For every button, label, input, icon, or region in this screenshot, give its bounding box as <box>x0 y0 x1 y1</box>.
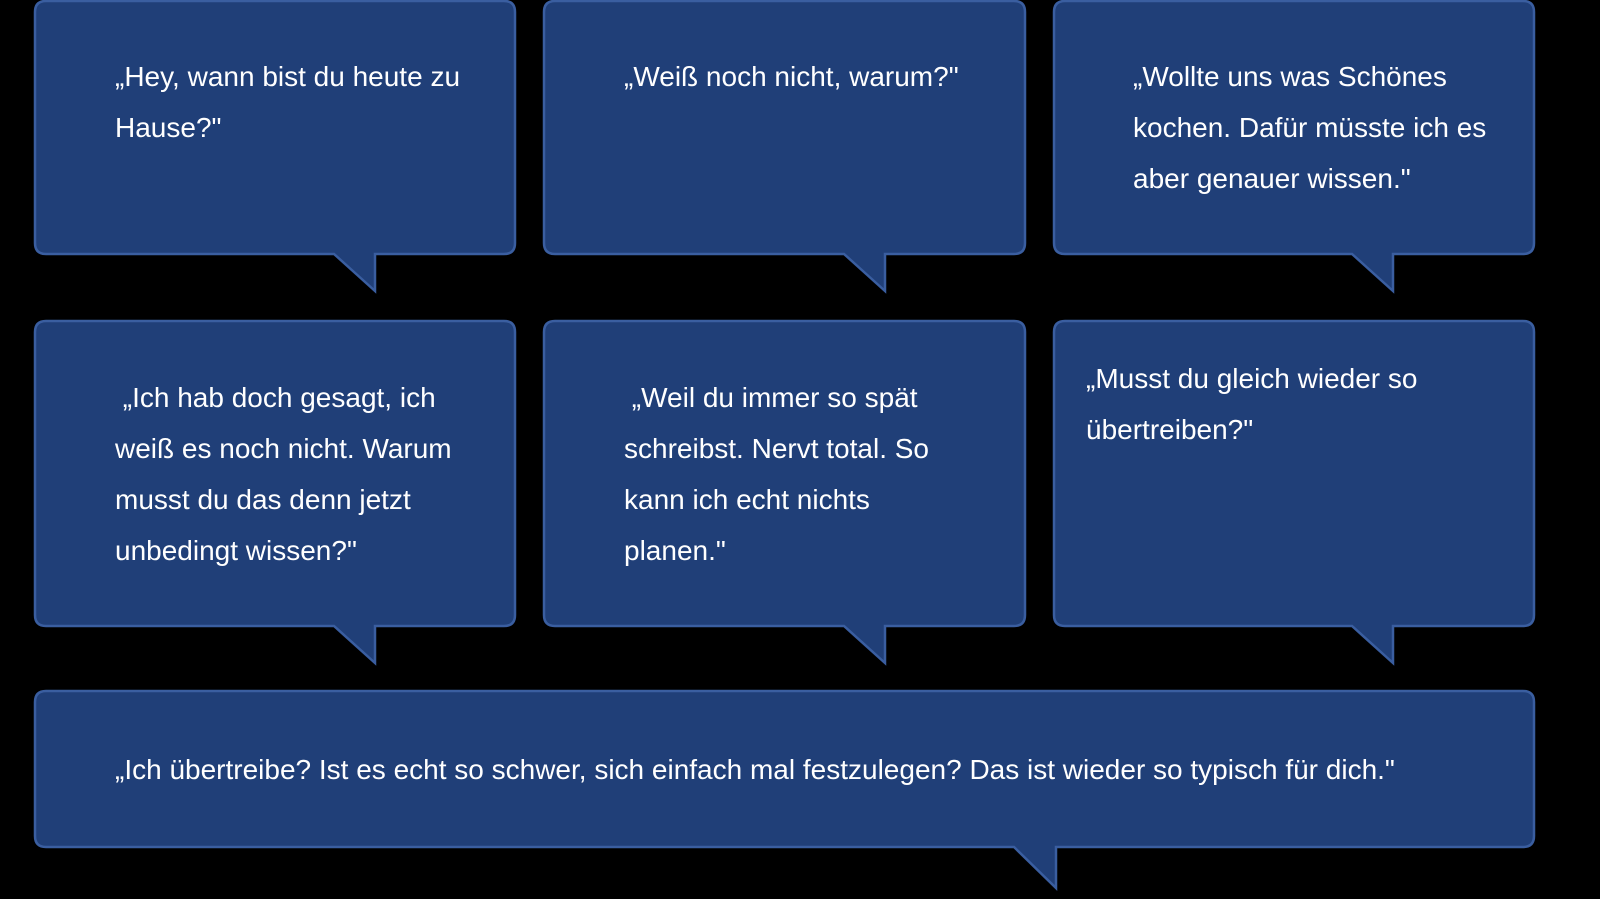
bubble-text: „Wollte uns was Schönes kochen. Dafür mü… <box>1133 61 1495 194</box>
speech-bubble-shape <box>33 319 517 666</box>
speech-bubble-3: „Wollte uns was Schönes kochen. Dafür mü… <box>1052 0 1536 294</box>
speech-bubble-shape <box>1052 319 1536 666</box>
speech-bubble-shape <box>1052 0 1536 294</box>
speech-bubble-shape <box>33 0 517 294</box>
speech-bubble-shape <box>542 319 1027 666</box>
bubble-text: „Hey, wann bist du heute zu Hause?" <box>115 61 468 143</box>
bubble-text: „Ich hab doch gesagt, ich weiß es noch n… <box>115 382 460 566</box>
bubble-text: „Weiß noch nicht, warum?" <box>624 61 959 92</box>
speech-bubble-shape <box>542 0 1027 294</box>
speech-bubble-7: „Ich übertreibe? Ist es echt so schwer, … <box>33 689 1536 891</box>
speech-bubble-1: „Hey, wann bist du heute zu Hause?" <box>33 0 517 294</box>
speech-bubble-6: „Musst du gleich wieder so übertreiben?" <box>1052 319 1536 666</box>
bubble-text: „Weil du immer so spät schreibst. Nervt … <box>624 382 937 566</box>
speech-bubble-4: „Ich hab doch gesagt, ich weiß es noch n… <box>33 319 517 666</box>
bubble-text: „Ich übertreibe? Ist es echt so schwer, … <box>115 754 1395 785</box>
speech-bubble-shape <box>33 689 1536 891</box>
speech-bubble-2: „Weiß noch nicht, warum?" <box>542 0 1027 294</box>
bubble-text: „Musst du gleich wieder so übertreiben?" <box>1086 363 1426 445</box>
speech-bubble-5: „Weil du immer so spät schreibst. Nervt … <box>542 319 1027 666</box>
